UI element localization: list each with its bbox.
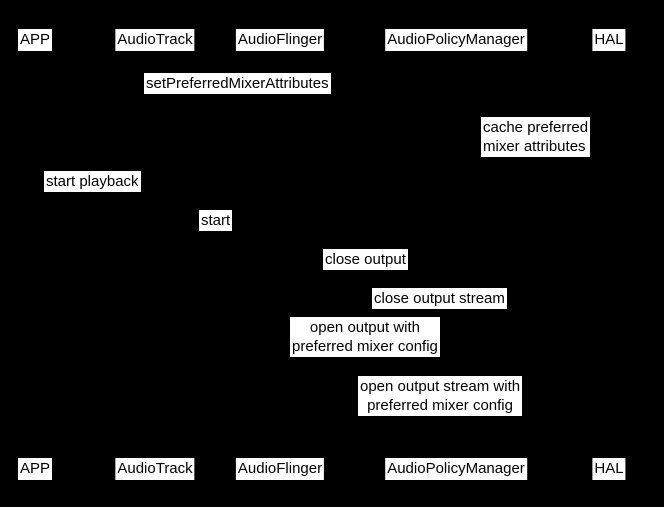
message-label-2: cache preferred mixer attributes — [481, 117, 591, 157]
participant-apm-top[interactable]: AudioPolicyManager — [385, 29, 527, 51]
participant-hal-top[interactable]: HAL — [592, 29, 626, 51]
participant-app-bottom[interactable]: APP — [17, 458, 53, 480]
message-label-6: close output stream — [372, 288, 507, 309]
message-label-4: start — [199, 210, 233, 231]
message-label-3: start playback — [44, 171, 141, 192]
message-label-8: open output stream with preferred mixer … — [358, 376, 523, 416]
participant-flinger-top[interactable]: AudioFlinger — [235, 29, 325, 51]
participant-track-top[interactable]: AudioTrack — [115, 29, 195, 51]
participant-apm-bottom[interactable]: AudioPolicyManager — [385, 458, 527, 480]
participant-flinger-bottom[interactable]: AudioFlinger — [235, 458, 325, 480]
participant-app-top[interactable]: APP — [17, 29, 53, 51]
participant-hal-bottom[interactable]: HAL — [592, 458, 626, 480]
message-label-5: close output — [323, 249, 408, 270]
participant-track-bottom[interactable]: AudioTrack — [115, 458, 195, 480]
message-label-7: open output with preferred mixer config — [290, 317, 440, 357]
message-label-1: setPreferredMixerAttributes — [144, 73, 331, 94]
